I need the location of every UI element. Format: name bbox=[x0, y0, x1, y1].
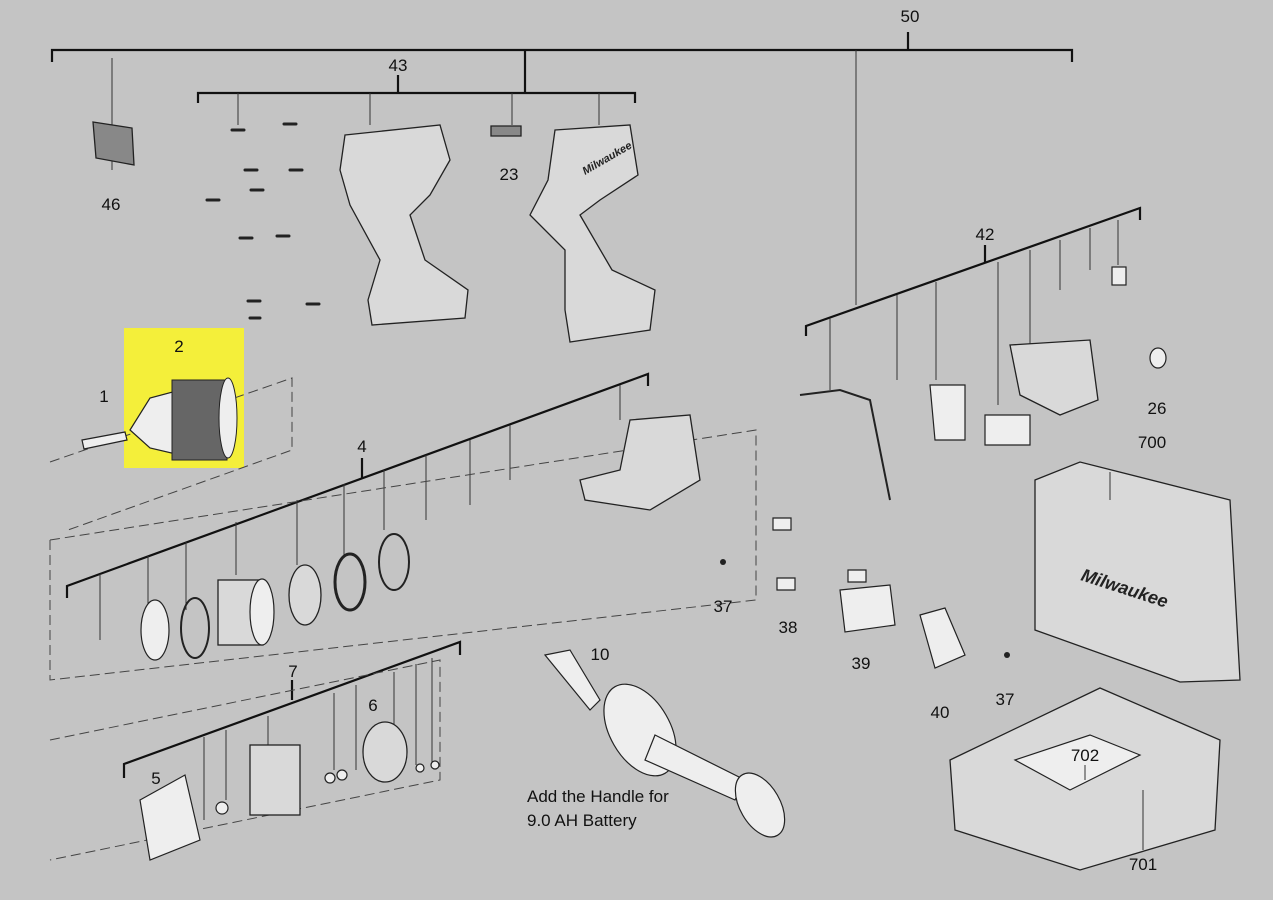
label-7: 7 bbox=[288, 662, 297, 681]
part-labels: 50 43 46 23 42 2 1 4 26 700 37 38 39 7 6… bbox=[99, 7, 1166, 874]
part-700-case: Milwaukee bbox=[1034, 461, 1241, 683]
bracket-4 bbox=[65, 372, 650, 640]
label-37b: 37 bbox=[996, 690, 1015, 709]
label-10: 10 bbox=[591, 645, 610, 664]
part-37-screw bbox=[1004, 652, 1010, 658]
bracket-43 bbox=[196, 50, 637, 125]
clips bbox=[772, 517, 867, 591]
part-1-screw bbox=[81, 431, 128, 450]
label-700: 700 bbox=[1138, 433, 1166, 452]
label-701: 701 bbox=[1129, 855, 1157, 874]
label-42: 42 bbox=[976, 225, 995, 244]
part-housing-left bbox=[339, 124, 469, 326]
part-4-gearbox bbox=[140, 414, 701, 661]
label-23: 23 bbox=[500, 165, 519, 184]
label-6: 6 bbox=[368, 696, 377, 715]
part-23 bbox=[490, 125, 522, 137]
label-26: 26 bbox=[1148, 399, 1167, 418]
label-4: 4 bbox=[357, 437, 366, 456]
part-39 bbox=[839, 584, 896, 633]
label-702: 702 bbox=[1071, 746, 1099, 765]
label-37: 37 bbox=[714, 597, 733, 616]
dashed-boundary bbox=[49, 429, 757, 681]
label-1: 1 bbox=[99, 387, 108, 406]
label-40: 40 bbox=[931, 703, 950, 722]
bracket-50 bbox=[50, 32, 1074, 305]
part-7-motor bbox=[139, 721, 440, 861]
part-37-screw bbox=[720, 559, 726, 565]
label-5: 5 bbox=[151, 769, 160, 788]
part-42-electronics bbox=[799, 266, 1167, 501]
part-housing-right bbox=[529, 124, 656, 343]
label-43: 43 bbox=[389, 56, 408, 75]
dashed-boundary bbox=[49, 659, 441, 861]
part-46-label bbox=[92, 121, 135, 166]
handle-note-line1: Add the Handle for bbox=[527, 787, 669, 806]
label-46: 46 bbox=[102, 195, 121, 214]
label-2: 2 bbox=[174, 337, 183, 356]
label-38: 38 bbox=[779, 618, 798, 637]
part-2-chuck bbox=[129, 377, 238, 461]
bracket-42 bbox=[804, 206, 1142, 405]
part-40-clip bbox=[919, 607, 966, 669]
part-10-side-handle bbox=[543, 649, 786, 838]
label-39: 39 bbox=[852, 654, 871, 673]
screws bbox=[205, 122, 321, 320]
handle-note-line2: 9.0 AH Battery bbox=[527, 811, 637, 830]
label-50: 50 bbox=[901, 7, 920, 26]
